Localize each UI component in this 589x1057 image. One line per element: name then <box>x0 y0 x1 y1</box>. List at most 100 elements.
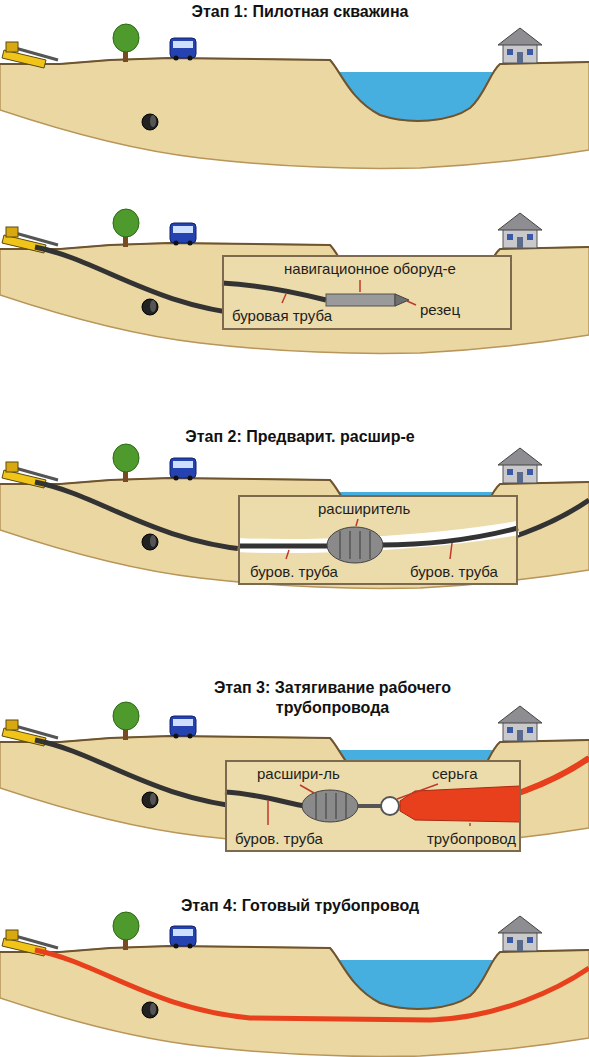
house-window <box>527 234 533 240</box>
house-roof <box>498 916 542 933</box>
leader-line <box>286 550 289 559</box>
rig-cab <box>6 42 18 52</box>
bus-body <box>170 38 196 58</box>
house-window <box>507 234 513 240</box>
ground <box>0 946 589 1056</box>
shackle <box>381 797 399 815</box>
tree-crown <box>113 209 139 237</box>
house-wall <box>503 932 537 951</box>
house <box>498 448 542 483</box>
house-window <box>507 727 513 733</box>
culvert-end <box>150 1003 156 1015</box>
drill-pipe <box>238 544 330 549</box>
bus-wheel <box>174 241 179 246</box>
landscape <box>0 912 589 1056</box>
reamer-ridge <box>345 793 347 819</box>
cutter <box>395 294 409 306</box>
bus-wheel <box>174 56 179 61</box>
culvert <box>142 534 158 550</box>
part-label: буров. труба <box>235 830 323 848</box>
tree-crown <box>113 444 139 472</box>
leader-line <box>469 823 471 826</box>
culvert-end <box>150 793 156 805</box>
pipeline <box>35 950 589 1020</box>
bus-window <box>173 41 193 48</box>
stage-title: Этап 3: Затягивание рабочего трубопровод… <box>190 678 475 718</box>
ground <box>0 478 589 588</box>
house-roof <box>498 706 542 723</box>
house-window <box>507 937 513 943</box>
tree-crown <box>113 702 139 730</box>
house-window <box>527 937 533 943</box>
rig-cab <box>6 720 18 730</box>
house-roof <box>498 448 542 465</box>
house-door <box>517 52 523 63</box>
rig-body <box>2 50 46 68</box>
leader-line <box>397 784 438 799</box>
house-window <box>507 49 513 55</box>
ground <box>0 243 589 353</box>
inset-ground <box>225 760 520 852</box>
landscape <box>0 209 589 353</box>
inset-ground <box>238 495 518 585</box>
house-window <box>527 469 533 475</box>
inset-box: расшири-льсерьгабуров. трубатрубопровод <box>225 760 521 852</box>
reamer-ridge <box>335 793 337 819</box>
bus-wheel <box>188 241 193 246</box>
rig-cab <box>6 462 18 472</box>
ground-surface <box>0 946 589 1009</box>
part-label: навигационное оборуд-е <box>284 260 456 278</box>
house <box>498 916 542 951</box>
tree-crown <box>113 24 139 52</box>
house-roof <box>498 213 542 230</box>
reamer <box>327 527 383 563</box>
reamer <box>302 790 358 822</box>
culvert <box>142 299 158 315</box>
bus <box>170 38 196 61</box>
leader-line <box>300 785 314 793</box>
bus-window <box>173 929 193 936</box>
bus-wheel <box>174 944 179 949</box>
bus-body <box>170 458 196 478</box>
house-door <box>517 730 523 741</box>
ground <box>0 58 589 168</box>
stage-title: Этап 1: Пилотная скважина <box>140 2 460 22</box>
leader-line <box>267 800 269 825</box>
tree <box>113 912 139 950</box>
culvert-end <box>150 115 156 127</box>
house-door <box>517 237 523 248</box>
culvert <box>142 1002 158 1018</box>
part-label: буров. труба <box>410 563 498 581</box>
part-label: резец <box>420 301 460 319</box>
house-window <box>527 49 533 55</box>
stage-title: Этап 4: Готовый трубопровод <box>140 896 460 916</box>
house <box>498 213 542 248</box>
house-door <box>517 940 523 951</box>
inset-box: навигационное оборуд-ебуровая трубарезец <box>222 255 512 330</box>
landscape <box>0 444 589 588</box>
house <box>498 706 542 741</box>
part-label: расшири-ль <box>257 765 340 783</box>
bus-body <box>170 716 196 736</box>
leader-line <box>356 519 358 526</box>
part-label: расширитель <box>318 500 410 518</box>
tree <box>113 444 139 482</box>
landscape <box>0 24 589 168</box>
bus-wheel <box>174 734 179 739</box>
reamer-ridge <box>339 531 341 559</box>
leader-line <box>450 543 452 559</box>
stage-title: Этап 2: Предварит. расшир-е <box>140 427 460 447</box>
tree <box>113 24 139 62</box>
inset-box: расширитель буров. труба буров. труба <box>238 495 518 585</box>
reamer-ridge <box>369 531 371 559</box>
bus-wheel <box>188 476 193 481</box>
inset-ground <box>222 255 512 330</box>
bus <box>170 458 196 481</box>
part-label: серьга <box>432 765 477 783</box>
tree <box>113 702 139 740</box>
part-label: буров. труба <box>250 563 338 581</box>
house-window <box>527 727 533 733</box>
bus <box>170 926 196 949</box>
